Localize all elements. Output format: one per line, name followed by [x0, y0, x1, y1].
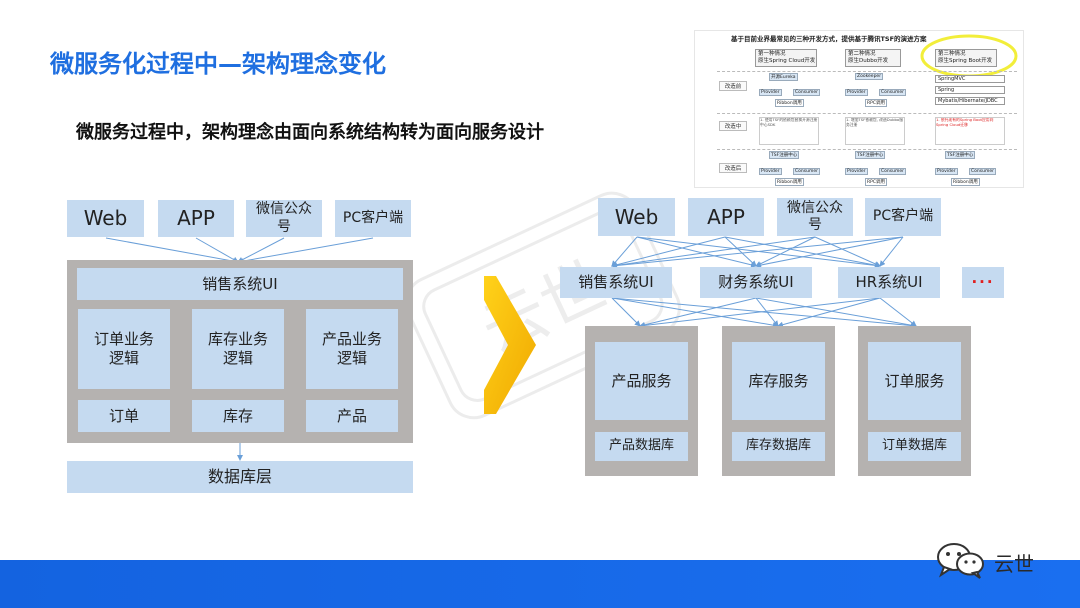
thumb-rpc-1: RPC调用: [865, 99, 887, 107]
thumb-col2-sub: 原生Dubbo开发: [848, 58, 889, 65]
thumb-divider-3: [717, 149, 1017, 150]
client-app: APP: [158, 200, 234, 237]
thumb-provider-1: Provider: [759, 89, 782, 96]
thumb-note-1: 1. 使用TSF的依赖包替换开源注册中心SDK: [759, 117, 819, 145]
thumb-provider-4: Provider: [845, 168, 868, 175]
thumb-ribbon-2: Ribbon调用: [775, 178, 804, 186]
thumb-col1: 第一种情况 原生Spring Cloud开发: [755, 49, 817, 68]
sales-ui: 销售系统UI: [77, 268, 403, 300]
thumb-col2: 第二种情况 原生Dubbo开发: [845, 49, 901, 68]
page-subtitle: 微服务过程中，架构理念由面向系统结构转为面向服务设计: [76, 122, 544, 143]
thumb-consumer-3: Consumer: [793, 168, 820, 175]
order-service: 订单服务: [868, 342, 961, 420]
thumb-ribbon-1: Ribbon调用: [775, 99, 804, 107]
thumb-heading: 基于目前业界最常见的三种开发方式，提供基于腾讯TSF的演进方案: [731, 35, 927, 43]
inventory-db: 库存数据库: [732, 432, 825, 461]
ui-sales: 销售系统UI: [560, 267, 672, 298]
order-db: 订单数据库: [868, 432, 961, 461]
thumb-provider-5: Provider: [935, 168, 958, 175]
thumb-row-before: 改造前: [719, 81, 747, 91]
thumb-row-after: 改造后: [719, 163, 747, 173]
inventory-logic: 库存业务逻辑: [192, 309, 284, 389]
thumb-stack-spring: Spring: [935, 86, 1005, 94]
thumb-consumer-4: Consumer: [879, 168, 906, 175]
wechat-account-name: 云世: [994, 552, 1034, 576]
right-client-app: APP: [688, 198, 764, 236]
right-client-pc: PC客户端: [865, 198, 941, 236]
thumb-col1-sub: 原生Spring Cloud开发: [758, 58, 816, 65]
page-title: 微服务化过程中—架构理念变化: [50, 50, 386, 78]
thumb-col3-title: 第三种情况: [938, 51, 966, 57]
client-web: Web: [67, 200, 144, 237]
transition-arrow-icon: [484, 276, 536, 414]
thumb-col3-sub: 原生Spring Boot开发: [938, 58, 993, 65]
thumb-consumer-2: Consumer: [879, 89, 906, 96]
thumb-col1-title: 第一种情况: [758, 51, 786, 57]
client-pc: PC客户端: [335, 200, 411, 237]
footer-bar: [0, 560, 1080, 608]
product-db: 产品数据库: [595, 432, 688, 461]
product-logic: 产品业务逻辑: [306, 309, 398, 389]
ui-finance: 财务系统UI: [700, 267, 812, 298]
thumb-stack-mvc: SpringMVC: [935, 75, 1005, 83]
thumb-col2-title: 第二种情况: [848, 51, 876, 57]
thumb-registry-2: TSF注册中心: [855, 151, 886, 159]
reference-slide-thumbnail: 基于目前业界最常见的三种开发方式，提供基于腾讯TSF的演进方案 第一种情况 原生…: [694, 30, 1024, 188]
inventory-service: 库存服务: [732, 342, 825, 420]
thumb-zookeeper: Zookeeper: [855, 73, 884, 80]
thumb-col3: 第三种情况 原生Spring Boot开发: [935, 49, 997, 68]
thumb-provider-2: Provider: [845, 89, 868, 96]
thumb-registry-1: TSF注册中心: [769, 151, 800, 159]
product-service: 产品服务: [595, 342, 688, 420]
thumb-eureka: 开源Eureka: [769, 73, 798, 81]
database-layer: 数据库层: [67, 461, 413, 493]
order-logic: 订单业务逻辑: [78, 309, 170, 389]
thumb-note-3: 1. 依托现有的Spring Boot应用向Spring Cloud迁移: [935, 117, 1005, 145]
ui-hr: HR系统UI: [838, 267, 940, 298]
thumb-ribbon-3: Ribbon调用: [951, 178, 980, 186]
client-wechat: 微信公众号: [246, 200, 322, 237]
thumb-registry-3: TSF注册中心: [945, 151, 976, 159]
thumb-highlight-circle: [920, 34, 1018, 78]
right-client-wechat: 微信公众号: [777, 198, 853, 236]
thumb-divider-2: [717, 113, 1017, 114]
wechat-icon: [937, 543, 984, 579]
thumb-provider-3: Provider: [759, 168, 782, 175]
ui-more: ···: [962, 267, 1004, 298]
thumb-note-2: 1. 增加TSF依赖包, 改造Dubbo服务注册: [845, 117, 905, 145]
thumb-consumer-5: Consumer: [969, 168, 996, 175]
inventory-data: 库存: [192, 400, 284, 432]
product-data: 产品: [306, 400, 398, 432]
order-data: 订单: [78, 400, 170, 432]
thumb-stack-orm: Mybatis/Hibernate/JDBC: [935, 97, 1005, 105]
thumb-divider-1: [717, 71, 1017, 72]
thumb-consumer-1: Consumer: [793, 89, 820, 96]
right-client-web: Web: [598, 198, 675, 236]
thumb-rpc-2: RPC调用: [865, 178, 887, 186]
thumb-row-during: 改造中: [719, 121, 747, 131]
